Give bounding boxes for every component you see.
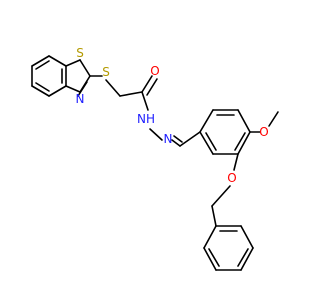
bond: [233, 153, 239, 171]
bonds: [31, 55, 279, 271]
bond: [65, 85, 81, 93]
atom-oxygen-benzyloxy: O: [227, 171, 236, 185]
bond: [141, 75, 153, 93]
bond: [237, 109, 251, 133]
atom-nh-hydrazide: NH: [137, 112, 155, 126]
bond: [211, 205, 217, 227]
atom-oxygen-methoxy: O: [259, 125, 268, 139]
bond: [203, 225, 217, 249]
bond: [31, 55, 50, 67]
bond: [268, 111, 279, 127]
bond: [119, 91, 143, 97]
bond: [77, 81, 88, 97]
atom-nitrogen-thiazole: N: [76, 92, 85, 106]
bond: [208, 248, 220, 267]
bond: [48, 85, 67, 97]
bond: [35, 60, 50, 70]
bond: [240, 225, 254, 249]
bond: [179, 131, 201, 147]
atom-sulfur-thiazole: S: [76, 46, 84, 60]
atom-nitrogen-imine: N: [164, 132, 173, 146]
bond: [65, 59, 81, 67]
bond: [240, 247, 254, 271]
bond: [234, 132, 246, 151]
bond: [35, 82, 50, 92]
bond: [171, 139, 181, 147]
bond: [149, 128, 163, 141]
bond: [31, 85, 50, 97]
atom-oxygen-carbonyl: O: [150, 64, 159, 78]
bond: [105, 79, 121, 97]
bond: [199, 131, 214, 155]
bond: [141, 91, 149, 111]
bond: [211, 185, 231, 207]
bond: [237, 248, 249, 267]
bond: [48, 55, 67, 67]
bond: [146, 78, 158, 96]
bond: [237, 131, 251, 155]
atom-sulfur-thioether: S: [102, 65, 110, 79]
molecule-structure: S N S O NH N O O: [31, 46, 279, 271]
bond: [205, 132, 217, 151]
bond: [173, 135, 183, 143]
bond: [79, 59, 91, 77]
bond: [203, 247, 217, 271]
bond: [199, 109, 214, 133]
atom-labels: S N S O NH N O O: [76, 46, 269, 185]
